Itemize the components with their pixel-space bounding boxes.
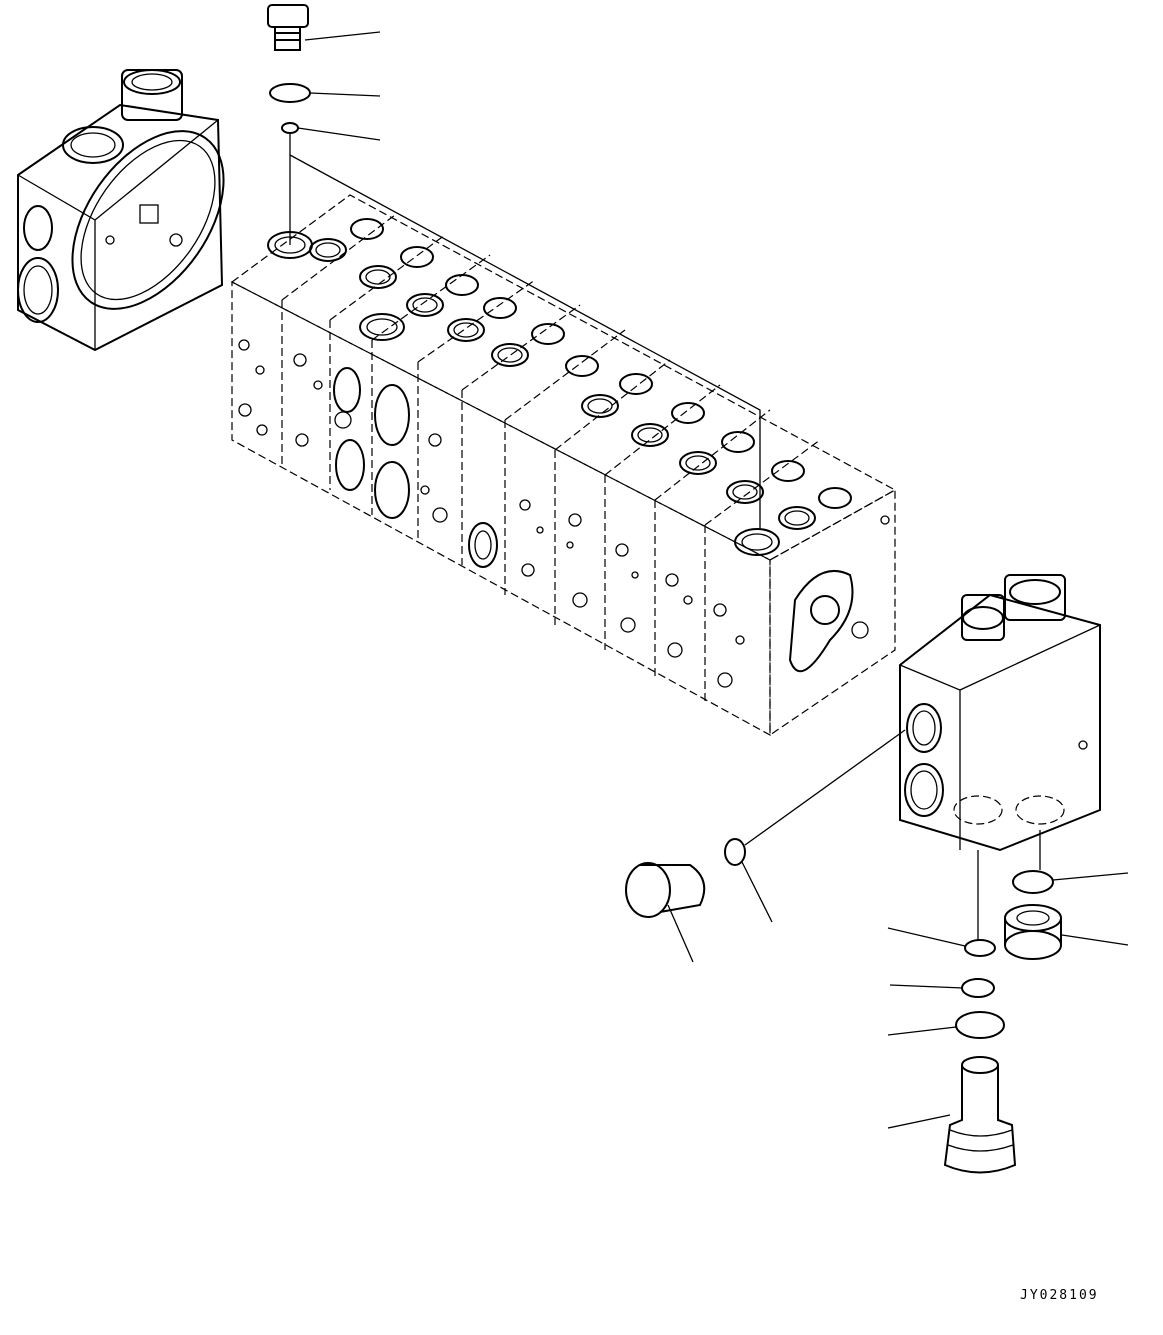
top-plug — [267, 4, 309, 51]
main-valve-block — [230, 194, 897, 737]
o-ring-right-3 — [961, 978, 995, 998]
small-o-ring-top — [281, 122, 299, 134]
o-ring-top — [269, 83, 311, 103]
o-ring-right-1 — [1012, 870, 1054, 894]
o-ring-center — [724, 838, 746, 866]
blank-plug — [625, 862, 706, 918]
drawing-code: JY028109 — [1020, 1288, 1099, 1303]
leader-lines — [289, 31, 1129, 1129]
relief-valve-cartridge — [943, 1056, 1017, 1174]
o-ring-right-2 — [964, 939, 996, 957]
side-ports — [238, 339, 890, 688]
threaded-plug-right — [1004, 904, 1062, 960]
right-end-cover — [899, 574, 1101, 852]
o-ring-right-4 — [955, 1011, 1005, 1039]
left-end-cover — [17, 69, 225, 352]
top-ports — [267, 218, 852, 556]
